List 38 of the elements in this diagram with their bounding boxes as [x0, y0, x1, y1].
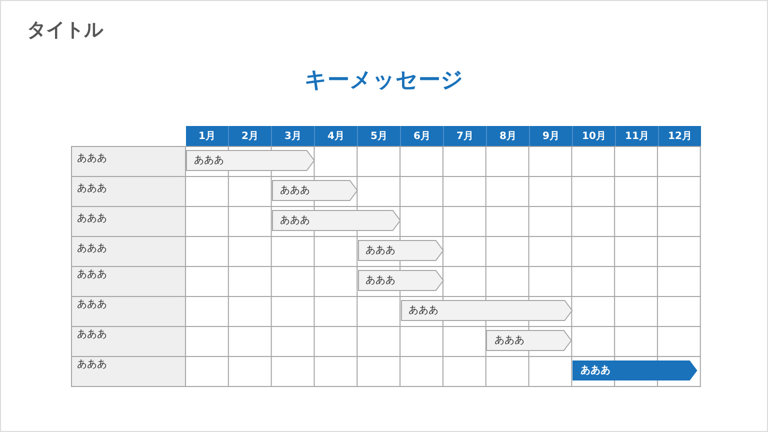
- month-header: 3月: [271, 126, 314, 146]
- task-label: あああ: [366, 244, 396, 256]
- task-bar: [400, 300, 572, 321]
- row-label: あああ: [71, 267, 186, 297]
- task-bar: [572, 360, 698, 381]
- month-header: 8月: [486, 126, 529, 146]
- row-label: あああ: [71, 327, 186, 357]
- task-bar: [486, 330, 572, 351]
- key-message: キーメッセージ: [304, 67, 464, 95]
- row-label: あああ: [71, 147, 186, 177]
- month-header: 4月: [314, 126, 357, 146]
- row-label: あああ: [71, 207, 186, 237]
- month-header: 7月: [443, 126, 486, 146]
- month-header: 2月: [228, 126, 271, 146]
- month-header: 6月: [400, 126, 443, 146]
- task-label: あああ: [366, 274, 396, 286]
- month-header: 10月: [572, 126, 615, 146]
- task-label: あああ: [494, 334, 524, 346]
- row-label: あああ: [71, 177, 186, 207]
- task-bar: [272, 210, 401, 231]
- slide-title: タイトル: [27, 18, 103, 43]
- month-header: 9月: [529, 126, 572, 146]
- row-label: あああ: [71, 237, 186, 267]
- month-header: 11月: [615, 126, 658, 146]
- month-header: 12月: [658, 126, 701, 146]
- task-bar: [272, 180, 358, 201]
- month-header: 5月: [357, 126, 400, 146]
- month-header: 1月: [186, 126, 228, 146]
- task-label: あああ: [280, 214, 310, 226]
- task-bar: [186, 150, 315, 171]
- task-label: あああ: [280, 184, 310, 196]
- task-label: あああ: [408, 304, 439, 316]
- row-label: あああ: [71, 297, 186, 327]
- task-bar: [358, 240, 444, 261]
- task-label: あああ: [580, 364, 610, 376]
- task-label: あああ: [194, 154, 224, 166]
- row-label: あああ: [71, 357, 186, 387]
- task-bar: [358, 270, 444, 291]
